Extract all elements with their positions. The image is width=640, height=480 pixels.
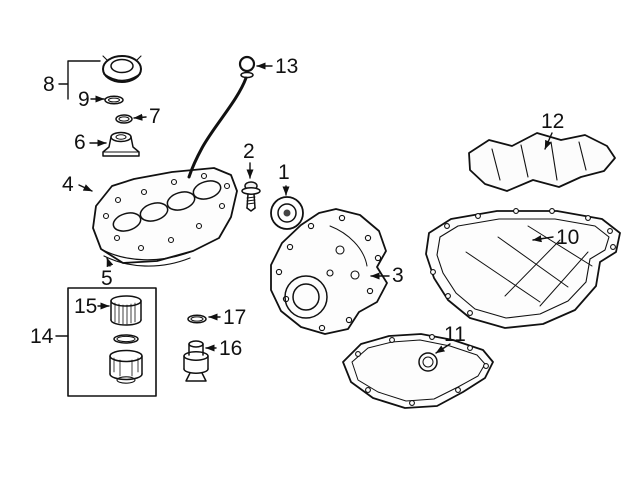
- engine-cover-drawing: [469, 133, 615, 191]
- callout-10: 10: [556, 226, 580, 249]
- callout-5: 5: [101, 267, 113, 290]
- leader-lines: [56, 61, 553, 353]
- callout-9: 9: [78, 88, 90, 111]
- oil-filler-cap-drawing: [103, 56, 141, 82]
- callout-4: 4: [62, 173, 74, 196]
- valve-cover-drawing: [93, 168, 237, 263]
- oil-filter-assembly-drawing: [68, 288, 156, 396]
- callout-6: 6: [74, 131, 86, 154]
- upper-oil-pan-drawing: [426, 209, 620, 328]
- callout-17: 17: [223, 306, 247, 329]
- filter-housing-o-ring-drawing: [114, 335, 138, 343]
- filter-cap-drawing: [110, 351, 142, 384]
- callout-7: 7: [149, 105, 161, 128]
- callout-11: 11: [444, 323, 466, 346]
- oil-dipstick-drawing: [189, 57, 254, 177]
- filter-o-ring-drawing: [188, 315, 206, 323]
- oil-filler-tube-cap-drawing: [103, 133, 139, 157]
- callout-15: 15: [74, 295, 98, 318]
- callout-1: 1: [278, 161, 290, 184]
- callout-16: 16: [219, 337, 243, 360]
- oil-filter-adapter-drawing: [184, 341, 208, 381]
- filler-cap-gasket-drawing: [105, 96, 123, 104]
- oil-filter-element-drawing: [111, 296, 141, 325]
- o-ring-seal-drawing: [116, 115, 132, 123]
- bracket-8: [59, 61, 100, 99]
- callout-13: 13: [275, 55, 299, 78]
- callout-8: 8: [43, 73, 55, 96]
- callout-3: 3: [392, 264, 404, 287]
- crankshaft-seal-drawing: [271, 197, 303, 229]
- timing-cover-drawing: [271, 209, 387, 334]
- callout-12: 12: [541, 110, 565, 133]
- lower-oil-pan-drawing: [343, 334, 493, 408]
- callout-14: 14: [30, 325, 54, 348]
- callout-2: 2: [243, 140, 255, 163]
- bolt-drawing: [242, 182, 260, 211]
